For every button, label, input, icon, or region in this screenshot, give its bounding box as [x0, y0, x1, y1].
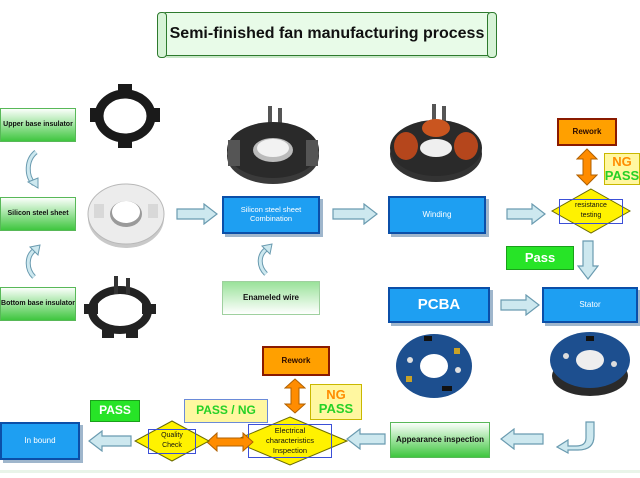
pass-label-badge: Pass — [506, 246, 574, 270]
node-rework-bottom: Rework — [262, 346, 330, 376]
curved-arrow-icon — [24, 150, 44, 190]
pass-ng-badge: PASS / NG — [184, 399, 268, 423]
block-arrow-icon — [176, 202, 218, 226]
winding-photo — [384, 102, 488, 190]
node-label: Rework — [572, 127, 602, 137]
pass-text: Pass — [524, 249, 556, 265]
block-arrow-icon — [576, 240, 600, 280]
decision-electrical-inspection: Electrical characteristics Inspection — [232, 416, 348, 466]
node-stator: Stator — [542, 287, 638, 323]
node-label: Winding — [422, 210, 452, 220]
node-in-bound: In bound — [0, 422, 80, 460]
pass-ng-text: PASS / NG — [196, 403, 256, 418]
node-silicon-steel-combination: Silicon steel sheet Combination — [222, 196, 320, 234]
block-arrow-icon — [506, 202, 546, 226]
block-arrow-icon — [88, 429, 132, 453]
node-silicon-steel-sheet: Silicon steel sheet — [0, 197, 76, 231]
node-upper-base-insulator: Upper base insulator — [0, 108, 76, 142]
page-title: Semi-finished fan manufacturing process — [157, 12, 497, 58]
title-text: Semi-finished fan manufacturing process — [169, 25, 485, 42]
stator-photo — [546, 328, 634, 400]
node-label: Upper base insulator — [3, 120, 73, 128]
bottom-divider — [0, 470, 640, 473]
pass-label: PASS — [604, 168, 640, 183]
combination-photo — [222, 104, 324, 194]
ng-pass-top: NG PASS — [604, 153, 640, 185]
node-label: Bottom base insulator — [1, 299, 75, 307]
decision-quality-check: Quality Check — [134, 420, 210, 462]
decision-label: Quality Check — [148, 428, 196, 454]
curved-arrow-icon — [256, 242, 276, 276]
ng-pass-bottom: NG PASS — [310, 384, 362, 420]
node-label: Silicon steel sheet Combination — [240, 205, 302, 223]
decision-label: resistance testing — [559, 198, 623, 224]
node-label: Silicon steel sheet — [7, 209, 69, 217]
curved-arrow-icon — [555, 420, 602, 455]
node-pcba: PCBA — [388, 287, 490, 323]
silicon-steel-photo — [82, 176, 170, 254]
double-arrow-icon — [206, 431, 254, 453]
pcba-photo — [394, 330, 474, 400]
double-arrow-icon — [575, 148, 599, 186]
node-winding: Winding — [388, 196, 486, 234]
node-label: Appearance inspection — [395, 435, 485, 445]
curved-arrow-icon — [24, 243, 44, 279]
block-arrow-icon — [346, 427, 386, 451]
upper-insulator-photo — [88, 82, 162, 150]
node-label: PCBA — [417, 296, 461, 314]
node-label: Enameled wire — [242, 293, 300, 303]
double-arrow-icon — [283, 378, 307, 414]
ng-label: NG — [612, 154, 632, 170]
node-label: In bound — [24, 436, 56, 446]
pass-text: PASS — [99, 403, 131, 418]
node-bottom-base-insulator: Bottom base insulator — [0, 287, 76, 321]
block-arrow-icon — [332, 202, 378, 226]
ng-label: NG — [326, 387, 346, 403]
decision-resistance-testing: resistance testing — [551, 188, 631, 234]
pass-bottom-badge: PASS — [90, 400, 140, 422]
bottom-insulator-photo — [80, 272, 160, 344]
block-arrow-icon — [500, 427, 544, 451]
node-enameled-wire: Enameled wire — [222, 281, 320, 315]
block-arrow-icon — [500, 293, 540, 317]
node-label: Stator — [579, 300, 601, 310]
decision-label: Electrical characteristics Inspection — [248, 423, 332, 459]
node-rework-top: Rework — [557, 118, 617, 146]
node-appearance-inspection: Appearance inspection — [390, 422, 490, 458]
node-label: Rework — [281, 356, 311, 366]
pass-label: PASS — [318, 401, 354, 416]
